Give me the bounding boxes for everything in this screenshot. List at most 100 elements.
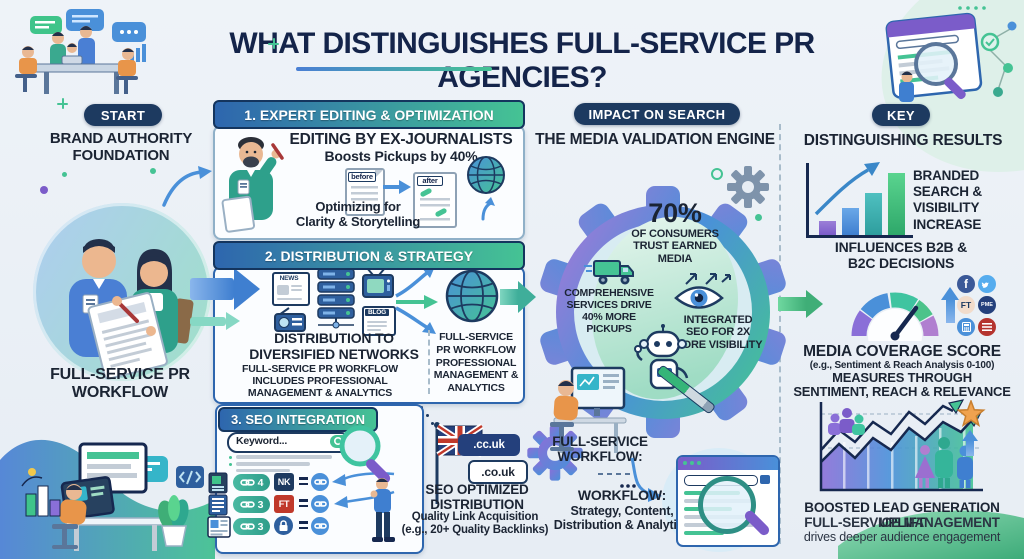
after-pencil-mark bbox=[419, 187, 433, 198]
impact-badge-label: IMPACT ON SEARCH bbox=[588, 106, 726, 122]
seo-detail-line1: Quality Link Acquisition bbox=[411, 511, 539, 523]
flow-arrow-into-distribution-head bbox=[234, 268, 260, 310]
dotted-connector bbox=[426, 414, 429, 417]
link-icon bbox=[313, 501, 327, 507]
backlink-circle bbox=[311, 495, 329, 513]
lead-detail: drives deeper audience engagement bbox=[803, 530, 1001, 544]
distribution-fanout-arrows bbox=[395, 264, 438, 334]
seo-distribution-heading: SEO OPTIMIZED DISTRIBUTION bbox=[425, 482, 529, 513]
editing-subheading: Boosts Pickups by 40% bbox=[324, 148, 478, 164]
media-coverage-gauge bbox=[851, 292, 939, 341]
eye-icon bbox=[674, 286, 724, 309]
small-gear-icon bbox=[727, 166, 769, 208]
link-count: 4 bbox=[257, 476, 264, 489]
growth-bar-chart bbox=[806, 163, 913, 238]
trust-stat-value: 70% bbox=[648, 198, 702, 228]
page-title: WHAT DISTINGUISHES FULL-SERVICE PR AGENC… bbox=[229, 27, 815, 94]
globe-icon bbox=[467, 156, 505, 194]
flow-arrow-left-to-editing bbox=[162, 166, 212, 207]
twitter-bird-glyph bbox=[981, 282, 989, 289]
ft-badge: FT bbox=[274, 495, 294, 513]
growth-arrow-icon bbox=[481, 197, 495, 221]
domain-tag-dark: .cc.uk bbox=[458, 434, 520, 456]
serp-magnifier-lens bbox=[698, 476, 756, 534]
newspaper-lines2 bbox=[291, 285, 302, 287]
serp-line bbox=[684, 531, 724, 535]
media-coverage-heading: MEDIA COVERAGE SCORE bbox=[803, 343, 1001, 360]
newspaper-icon: NEWS bbox=[272, 272, 310, 306]
pme-icon: PME bbox=[978, 296, 996, 314]
lead-generation-chart bbox=[819, 399, 983, 492]
influences-text: INFLUENCES B2B & B2C DECISIONS bbox=[834, 239, 968, 271]
dotted-connector bbox=[431, 422, 434, 425]
media-coverage-detail1: MEASURES THROUGH bbox=[832, 370, 972, 385]
result-line3 bbox=[236, 469, 290, 472]
start-badge: START bbox=[84, 104, 162, 126]
truck-icon bbox=[584, 260, 634, 285]
lock-icon bbox=[279, 519, 288, 531]
dot-decoration bbox=[755, 214, 762, 221]
workflow-detail-line1: Strategy, Content, bbox=[570, 504, 674, 518]
workstation-illustration bbox=[550, 366, 627, 453]
media-coverage-sub: (e.g., Sentiment & Reach Analysis 0-100) bbox=[809, 360, 995, 371]
keyword-text: Keyword... bbox=[236, 435, 288, 447]
blog-label: BLOG bbox=[365, 309, 389, 317]
after-label: after bbox=[417, 176, 443, 187]
document-icon bbox=[208, 494, 228, 516]
workflow-detail-line2: Distribution & Analytics bbox=[553, 518, 691, 532]
bar-1 bbox=[819, 221, 836, 235]
flow-arrow-secondary bbox=[190, 317, 226, 326]
title-underline bbox=[296, 67, 492, 71]
grid-glyph bbox=[961, 322, 971, 332]
lead-sub: FULL-SERVICE MANAGEMENT bbox=[804, 515, 1000, 530]
ft-icon: FT bbox=[957, 296, 975, 314]
facebook-glyph: f bbox=[964, 277, 968, 291]
link-icon bbox=[313, 523, 327, 529]
score-up-arrow-head bbox=[941, 287, 959, 300]
browser-dot bbox=[690, 461, 694, 465]
editing-banner-label: 1. EXPERT EDITING & OPTIMIZATION bbox=[244, 106, 494, 123]
pme-glyph: PME bbox=[981, 302, 993, 308]
lock-badge bbox=[274, 516, 293, 535]
link-icon bbox=[239, 501, 255, 508]
seo-banner-label: 3. SEO INTEGRATION bbox=[230, 412, 366, 427]
team-meeting-illustration bbox=[15, 9, 146, 94]
editing-heading: EDITING BY EX-JOURNALISTS bbox=[289, 131, 513, 148]
before-doc-lines bbox=[351, 186, 378, 210]
pr-team-illustration bbox=[69, 239, 194, 380]
flow-arrow-into-distribution bbox=[190, 278, 234, 300]
bar-2 bbox=[842, 208, 859, 235]
flow-arrow-to-results-head bbox=[806, 290, 823, 318]
workflow-heading: WORKFLOW: bbox=[577, 487, 667, 503]
blog-icon: BLOG bbox=[362, 306, 396, 336]
plus-decoration bbox=[57, 98, 68, 109]
engagement-up-arrow-head bbox=[962, 430, 978, 441]
after-document: after bbox=[413, 172, 457, 228]
link-count-chip: 4 bbox=[233, 474, 270, 491]
backlink-circle bbox=[311, 517, 329, 535]
search-analysis-illustration bbox=[885, 6, 1017, 102]
lead-heading: BOOSTED LEAD GENERATION UPLIFT bbox=[804, 500, 1000, 531]
dot-decoration bbox=[40, 186, 48, 194]
before-after-arrow bbox=[383, 180, 411, 194]
browser-header bbox=[678, 457, 778, 470]
star-icon bbox=[956, 400, 986, 428]
news-site-icon bbox=[207, 516, 231, 538]
score-up-arrow-stem bbox=[946, 299, 955, 323]
dot-decoration bbox=[150, 168, 156, 174]
keyword-search-bar: Keyword... bbox=[227, 432, 351, 453]
seo-stat: INTEGRATED SEO FOR 2X MORE VISIBILITY bbox=[673, 314, 763, 351]
equals-glyph bbox=[299, 520, 308, 530]
analyst-desk-illustration bbox=[21, 442, 204, 551]
distinguishing-results-heading: DISTINGUISHING RESULTS bbox=[803, 132, 1003, 149]
newspaper-lines3 bbox=[291, 289, 302, 291]
news-outlet-glyph bbox=[982, 323, 992, 331]
flow-arrow-secondary-head bbox=[226, 312, 240, 330]
impact-on-search-badge: IMPACT ON SEARCH bbox=[574, 103, 740, 125]
calculator-icon bbox=[957, 318, 975, 336]
browser-dot bbox=[683, 461, 687, 465]
newspaper-lines bbox=[277, 285, 289, 295]
bar-3 bbox=[865, 193, 882, 235]
seo-researcher-illustration bbox=[339, 425, 395, 542]
